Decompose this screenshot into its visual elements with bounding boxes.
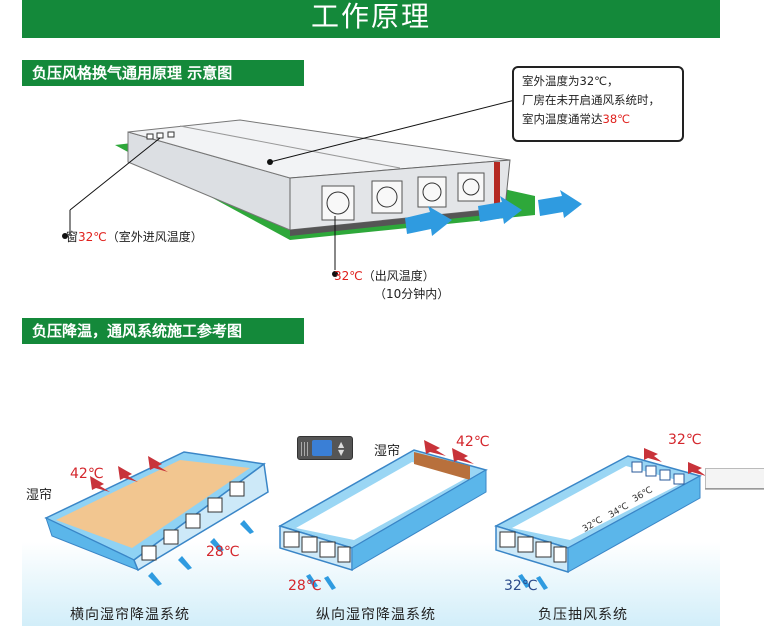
marker-dot [62, 233, 68, 239]
exhaust-fan [141, 481, 245, 561]
outlet-temp: 28℃ [206, 544, 240, 560]
edge-popup [705, 468, 764, 490]
diagram-longitudinal-pad [278, 440, 488, 590]
diagram-exhaust-system [494, 448, 706, 590]
barn-illustration [69, 99, 582, 270]
image-toolbar-widget[interactable]: ▲▼ [297, 436, 353, 460]
section-label-construction: 负压降温，通风系统施工参考图 [22, 318, 304, 344]
callout-line: 厂房在未开启通风系统时， [522, 93, 660, 107]
diagram-horizontal-pad [44, 451, 269, 586]
callout-line: 室外温度为32℃， [522, 74, 619, 88]
intake-temp: 42℃ [456, 434, 490, 450]
caption-exhaust-system: 负压抽风系统 [538, 607, 628, 623]
hot-air-arrow [90, 456, 168, 492]
caption-longitudinal-pad: 纵向湿帘降温系统 [316, 607, 436, 623]
barn-door [494, 162, 500, 204]
caption-horizontal-pad: 横向湿帘降温系统 [70, 607, 190, 623]
inlet-temperature-label: 窗32℃（室外进风温度） [66, 230, 203, 244]
exhaust-fan [283, 531, 351, 563]
indoor-temperature-callout: 室外温度为32℃， 厂房在未开启通风系统时， 室内温度通常达38℃ [512, 66, 684, 142]
cool-air-arrow [148, 520, 254, 586]
barn-base [290, 208, 505, 236]
outlet-temperature-label: 32℃（出风温度） （10分钟内） [334, 269, 450, 301]
pad-label: 湿帘 [374, 444, 401, 459]
hot-air-arrow [644, 448, 706, 476]
intake-temp: 42℃ [70, 466, 104, 482]
drag-grip-icon[interactable] [301, 442, 309, 456]
exhaust-fan [499, 531, 567, 563]
user-icon[interactable] [312, 440, 332, 456]
airflow-arrow [405, 190, 582, 236]
outlet-temp: 32℃ [504, 578, 538, 594]
cool-air-arrow [518, 574, 548, 590]
title-banner: 工作原理 [22, 0, 720, 38]
hot-air-arrow [424, 440, 474, 464]
marker-dot [332, 271, 338, 277]
section-label-principle: 负压风格换气通用原理 示意图 [22, 60, 304, 86]
outlet-temp: 28℃ [288, 578, 322, 594]
inlet-window [146, 131, 175, 140]
spinner-arrows-icon[interactable]: ▲▼ [338, 440, 345, 457]
pad-label: 湿帘 [26, 488, 53, 503]
cool-air-arrow [306, 574, 336, 590]
indoor-temp: 38℃ [602, 112, 631, 126]
inlet-window [631, 461, 685, 485]
intake-temp: 32℃ [668, 432, 702, 448]
callout-line: 室内温度通常达38℃ [522, 112, 631, 126]
page-title: 工作原理 [310, 0, 431, 33]
edge-divider [705, 488, 764, 489]
